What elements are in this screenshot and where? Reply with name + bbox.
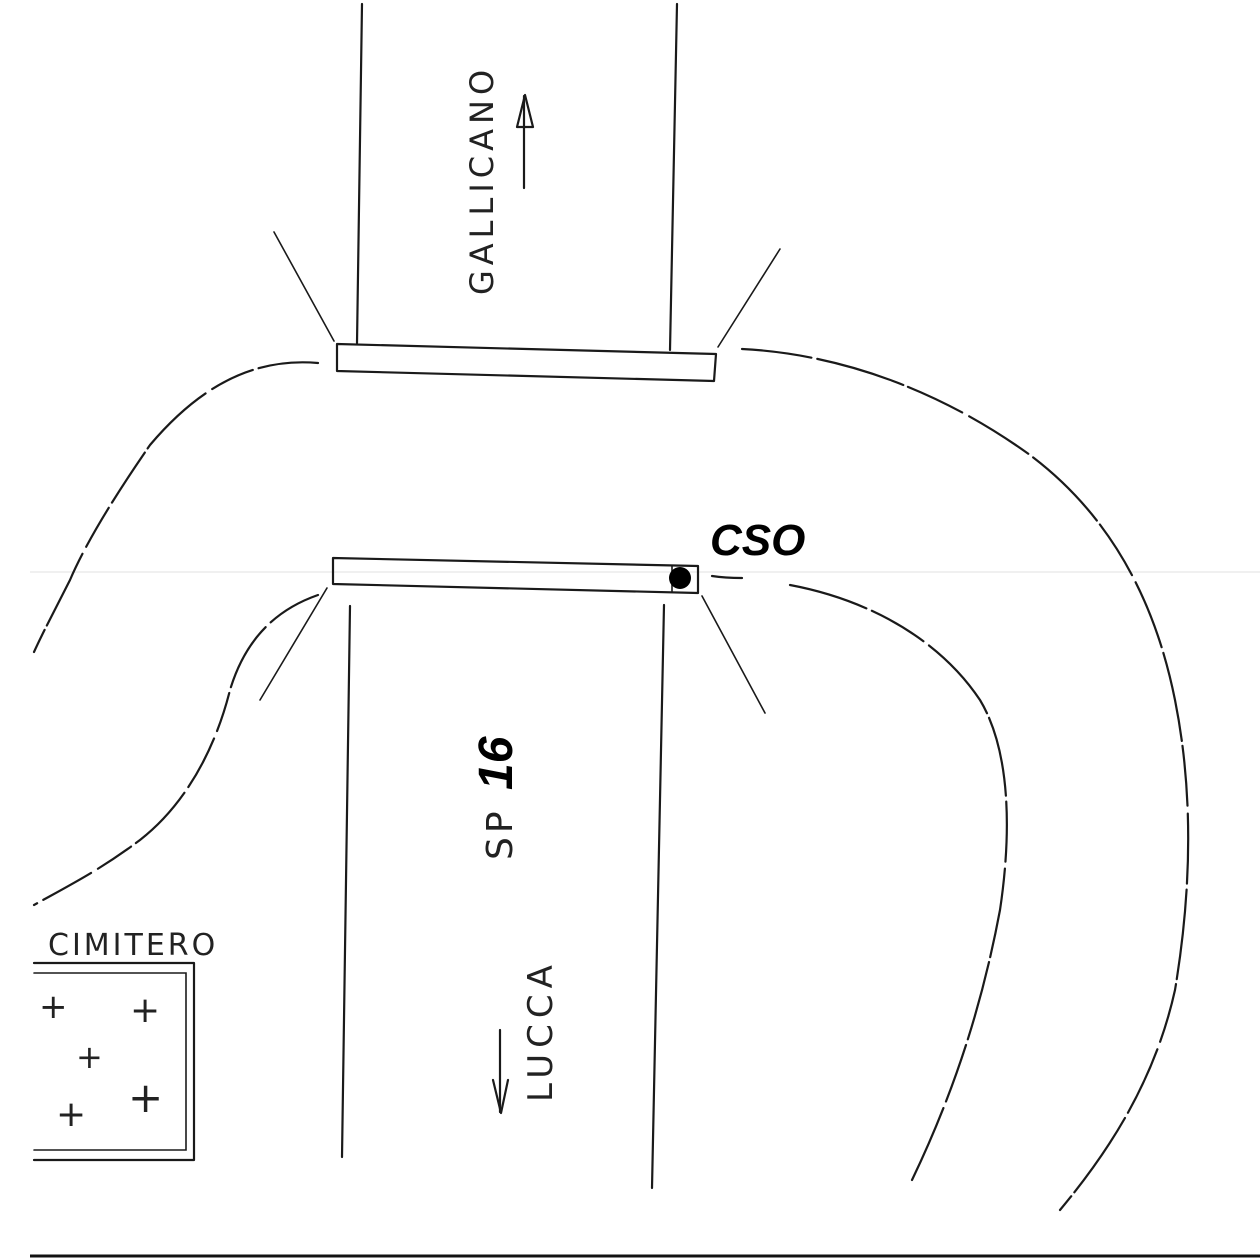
north-bridge (273, 231, 781, 383)
cso-label: CSO (710, 516, 805, 565)
cemetery-boundary (32, 961, 196, 1162)
lucca-direction-label: LUCCA (521, 959, 561, 1102)
cemetery-inner-boundary (33, 972, 187, 1151)
south-arrow-icon (491, 1028, 510, 1115)
south-bridge (259, 556, 766, 714)
cemetery-cross: + (130, 990, 160, 1031)
cso-location-marker (669, 567, 691, 589)
cemetery-cross: + (76, 1038, 103, 1076)
river (32, 347, 1190, 1212)
cemetery-cross: + (56, 1094, 86, 1135)
north-road-label: GALLICANO (463, 65, 501, 295)
north-road (355, 2, 679, 352)
cemetery-label: CIMITERO (48, 928, 218, 963)
south-road-label: SP 16 (470, 736, 523, 860)
road-number-label: 16 (470, 736, 523, 790)
road-prefix-label: SP (480, 807, 521, 860)
north-arrow-icon (515, 93, 535, 190)
cemetery-cross: + (128, 1073, 163, 1122)
south-road (340, 603, 666, 1190)
cemetery: CIMITERO + + + + + (32, 928, 218, 1162)
cemetery-cross: + (39, 987, 68, 1027)
